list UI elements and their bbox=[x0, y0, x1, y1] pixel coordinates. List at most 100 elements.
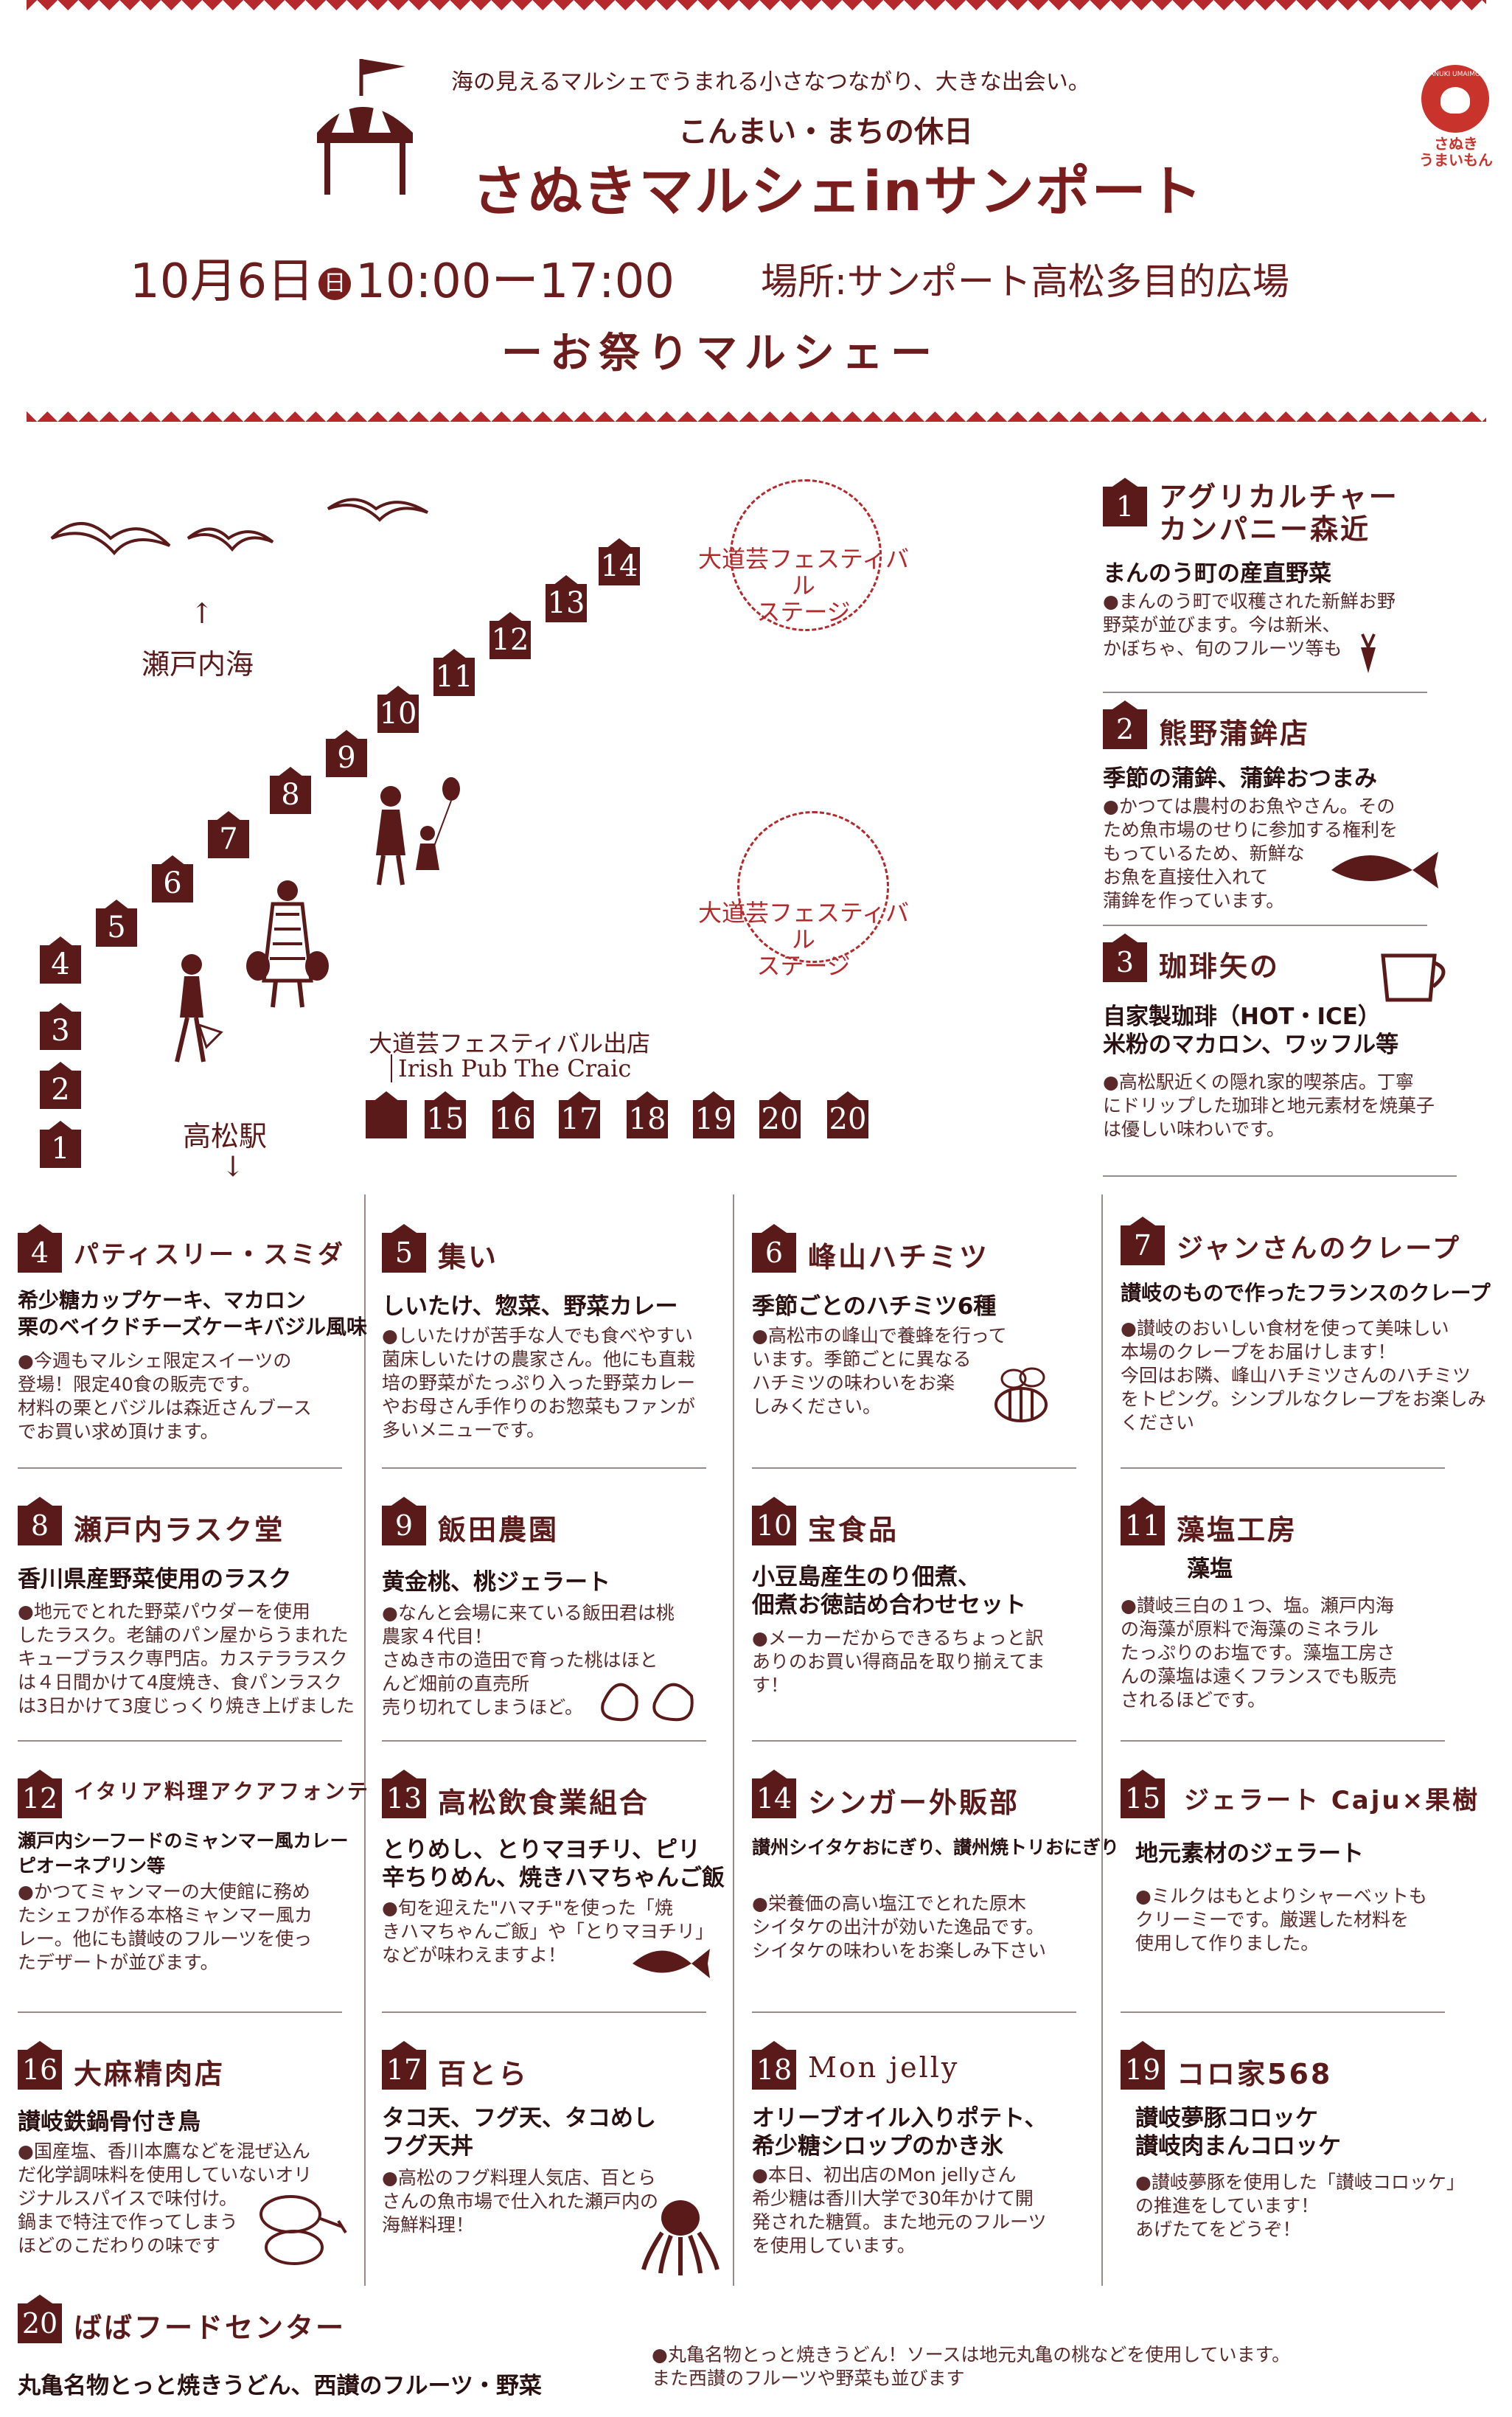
map-stall-pub bbox=[366, 1091, 407, 1138]
vendor-name: ばばフードセンター bbox=[74, 2312, 346, 2344]
divider bbox=[1121, 1740, 1445, 1742]
vendor-card-11: 11 藻塩工房 藻塩 ●讃岐三白の１つ、塩。瀬戸内海の海藻が原料で海藻のミネラル… bbox=[1121, 1497, 1497, 1733]
woman-shopping-icon bbox=[246, 880, 329, 1008]
divider bbox=[752, 2011, 1076, 2013]
vendor-number: 9 bbox=[382, 1497, 426, 1545]
vendor-name: 高松飲食業組合 bbox=[438, 1787, 650, 1819]
octopus-icon bbox=[641, 2200, 720, 2275]
vendor-description: ●かつてミャンマーの大使館に務めたシェフが作る本格ミャンマー風カレー。他にも讃岐… bbox=[18, 1881, 313, 1973]
vendor-product: とりめし、とりマヨチリ、ピリ辛ちりめん、焼きハマちゃんご飯 bbox=[382, 1837, 725, 1891]
vendor-name: コロ家568 bbox=[1177, 2058, 1333, 2090]
vendor-product: 讃岐のもので作ったフランスのクレープ bbox=[1121, 1281, 1491, 1305]
vendor-card-12: 12 イタリア料理アクアフォンテ 瀬戸内シーフードのミャンマー風カレーピオーネプ… bbox=[18, 1770, 368, 2006]
vendor-number: 6 bbox=[752, 1224, 796, 1273]
vendor-number: 16 bbox=[18, 2041, 62, 2090]
vendor-product: 丸亀名物とっと焼きうどん、西讃のフルーツ・野菜 bbox=[18, 2373, 542, 2399]
chicken-leg-icon bbox=[259, 2195, 347, 2265]
vendor-number: 5 bbox=[382, 1224, 426, 1273]
girl-walking-icon bbox=[175, 954, 223, 1063]
vendor-card-4: 4 パティスリー・スミダ 希少糖カップケーキ、マカロン栗のベイクドチーズケーキバ… bbox=[18, 1224, 367, 1467]
map-stall-15: 15 bbox=[425, 1091, 466, 1138]
vendor-card-20: 20 ばばフードセンター 丸亀名物とっと焼きうどん、西讃のフルーツ・野菜 ●丸亀… bbox=[18, 2295, 1492, 2413]
vendor-card-3: 3 珈琲矢の 自家製珈琲（HOT・ICE）米粉のマカロン、ワッフル等 ●高松駅近… bbox=[1103, 933, 1486, 1155]
vendor-name: 藻塩工房 bbox=[1177, 1514, 1298, 1546]
vendor-name: 珈琲矢の bbox=[1159, 950, 1281, 983]
pub-label-1: 大道芸フェスティバル出店 bbox=[369, 1029, 651, 1057]
vendor-description: ●栄養価の高い塩江でとれた原木シイタケの出汁が効いた逸品です。シイタケの味わいを… bbox=[752, 1893, 1047, 1961]
vendor-product: 香川県産野菜使用のラスク bbox=[18, 1566, 292, 1593]
map-stall-9: 9 bbox=[326, 730, 367, 777]
vegetable-icon bbox=[1361, 633, 1376, 673]
coffee-cup-icon bbox=[1381, 953, 1446, 1002]
vendor-product: 季節の蒲鉾、蒲鉾おつまみ bbox=[1103, 765, 1377, 792]
vendor-card-13: 13 高松飲食業組合 とりめし、とりマヨチリ、ピリ辛ちりめん、焼きハマちゃんご飯… bbox=[382, 1770, 728, 2006]
vendor-description: ●讃岐三白の１つ、塩。瀬戸内海の海藻が原料で海藻のミネラルたっぷりのお塩です。藻… bbox=[1121, 1595, 1397, 1711]
map-stall-16: 16 bbox=[492, 1091, 534, 1138]
vendor-number: 8 bbox=[18, 1497, 62, 1545]
column-divider bbox=[1101, 1194, 1103, 2286]
map-stall-8: 8 bbox=[270, 767, 311, 814]
vendor-product: 瀬戸内シーフードのミャンマー風カレーピオーネプリン等 bbox=[18, 1830, 349, 1877]
vendor-card-10: 10 宝食品 小豆島産生のり佃煮、佃煮お徳詰め合わせセット ●メーカーだからでき… bbox=[752, 1497, 1098, 1733]
vendor-product: 自家製珈琲（HOT・ICE）米粉のマカロン、ワッフル等 bbox=[1103, 1004, 1399, 1058]
vendor-card-8: 8 瀬戸内ラスク堂 香川県産野菜使用のラスク ●地元でとれた野菜パウダーを使用し… bbox=[18, 1497, 364, 1733]
map-stall-20a: 20 bbox=[759, 1091, 801, 1138]
divider bbox=[382, 1467, 706, 1469]
seagull-icon bbox=[327, 498, 429, 522]
vendor-product: タコ天、フグ天、タコめしフグ天丼 bbox=[382, 2105, 656, 2160]
tagline: 海の見えるマルシェでうまれる小さなつながり、大きな出会い。 bbox=[451, 69, 1090, 95]
vendor-card-9: 9 飯田農園 黄金桃、桃ジェラート ●なんと会場に来ている飯田君は桃農家４代目！… bbox=[382, 1497, 728, 1733]
stage-label-1: 大道芸フェスティバル ステージ bbox=[697, 545, 910, 626]
top-border bbox=[27, 0, 1486, 18]
vendor-number: 12 bbox=[18, 1770, 62, 1818]
vendor-description: ●讃岐夢豚を使用した「讃岐コロッケ」の推進をしています！あげたてをどうぞ！ bbox=[1135, 2171, 1465, 2240]
vendor-card-2: 2 熊野蒲鉾店 季節の蒲鉾、蒲鉾おつまみ ●かつては農村のお魚やさん。そのため魚… bbox=[1103, 700, 1486, 922]
vendor-description: ●しいたけが苦手な人でも食べやすい菌床しいたけの農家さん。他にも直栽培の野菜がた… bbox=[382, 1325, 696, 1441]
column-divider bbox=[733, 1194, 734, 2286]
vendor-description: ●今週もマルシェ限定スイーツの登場！限定40食の販売です。材料の栗とバジルは森近… bbox=[18, 1350, 312, 1442]
map-stall-19: 19 bbox=[693, 1091, 734, 1138]
vendor-name: 百とら bbox=[438, 2058, 529, 2090]
column-divider bbox=[364, 1194, 366, 2286]
stage-circle-1 bbox=[730, 479, 882, 631]
vendor-number: 17 bbox=[382, 2041, 426, 2090]
vendor-card-6: 6 峰山ハチミツ 季節ごとのハチミツ6種 ●高松市の峰山で養蜂を行っています。季… bbox=[752, 1224, 1098, 1467]
vendor-product: 讃州シイタケおにぎり、讃州焼トリおにぎり bbox=[752, 1837, 1120, 1858]
vendor-description: ●本日、初出店のMon jellyさん希少糖は香川大学で30年かけて開発された糖… bbox=[752, 2164, 1047, 2256]
vendor-description: ●高松市の峰山で養蜂を行っています。季節ごとに異なるハチミツの味わいをお楽しみく… bbox=[752, 1325, 1007, 1417]
vendor-name: 飯田農園 bbox=[438, 1514, 560, 1546]
map-stall-6: 6 bbox=[152, 855, 193, 903]
vendor-name: ジャンさんのクレープ bbox=[1177, 1234, 1462, 1264]
setouchi-label: 瀬戸内海 bbox=[142, 648, 254, 681]
vendor-name: イタリア料理アクアフォンテ bbox=[74, 1779, 370, 1804]
vendor-number: 4 bbox=[18, 1224, 62, 1273]
divider bbox=[752, 1467, 1076, 1469]
vendor-number: 19 bbox=[1121, 2041, 1165, 2090]
vendor-description: ●なんと会場に来ている飯田君は桃農家４代目！さぬき市の造田で育った桃はほとんど畑… bbox=[382, 1602, 675, 1718]
vendor-card-5: 5 集い しいたけ、惣菜、野菜カレー ●しいたけが苦手な人でも食べやすい菌床しい… bbox=[382, 1224, 728, 1467]
divider bbox=[18, 1467, 342, 1469]
venue-map: ↑ 瀬戸内海 高松駅 ↓ 大道芸フェスティバル ステージ 大道芸フェスティバル … bbox=[0, 442, 1098, 1187]
vendor-name: シンガー外販部 bbox=[808, 1787, 1020, 1819]
vendor-number: 11 bbox=[1121, 1497, 1165, 1545]
vendor-product: 黄金桃、桃ジェラート bbox=[382, 1569, 610, 1596]
vendor-card-16: 16 大麻精肉店 讃岐鉄鍋骨付き鳥 ●国産塩、香川本鷹などを混ぜ込んだ化学調味料… bbox=[18, 2041, 364, 2284]
seagull-icon bbox=[50, 522, 171, 556]
vendor-card-15: 15 ジェラート Caju×果樹 地元素材のジェラート ●ミルクはもとよりシャー… bbox=[1121, 1770, 1497, 2006]
vendor-product: まんのう町の産直野菜 bbox=[1103, 560, 1331, 587]
header-bottom-border bbox=[27, 404, 1486, 422]
vendor-description: ●讃岐のおいしい食材を使って美味しい本場のクレープをお届けします！今回はお隣、峰… bbox=[1121, 1318, 1486, 1433]
map-stall-18: 18 bbox=[627, 1091, 668, 1138]
title-sub: こんまい・まちの休日 bbox=[678, 115, 973, 149]
map-stall-5: 5 bbox=[96, 900, 137, 947]
vendor-name: 宝食品 bbox=[808, 1514, 899, 1546]
vendor-number: 1 bbox=[1103, 478, 1147, 526]
vendor-name: パティスリー・スミダ bbox=[74, 1240, 345, 1270]
vendor-card-1: 1 アグリカルチャーカンパニー森近 まんのう町の産直野菜 ●まんのう町で収穫され… bbox=[1103, 478, 1486, 692]
map-stall-11: 11 bbox=[433, 649, 475, 696]
map-stall-14: 14 bbox=[599, 538, 640, 585]
map-stall-1: 1 bbox=[40, 1121, 81, 1168]
divider bbox=[1103, 925, 1427, 926]
fish-icon bbox=[633, 1949, 710, 1978]
